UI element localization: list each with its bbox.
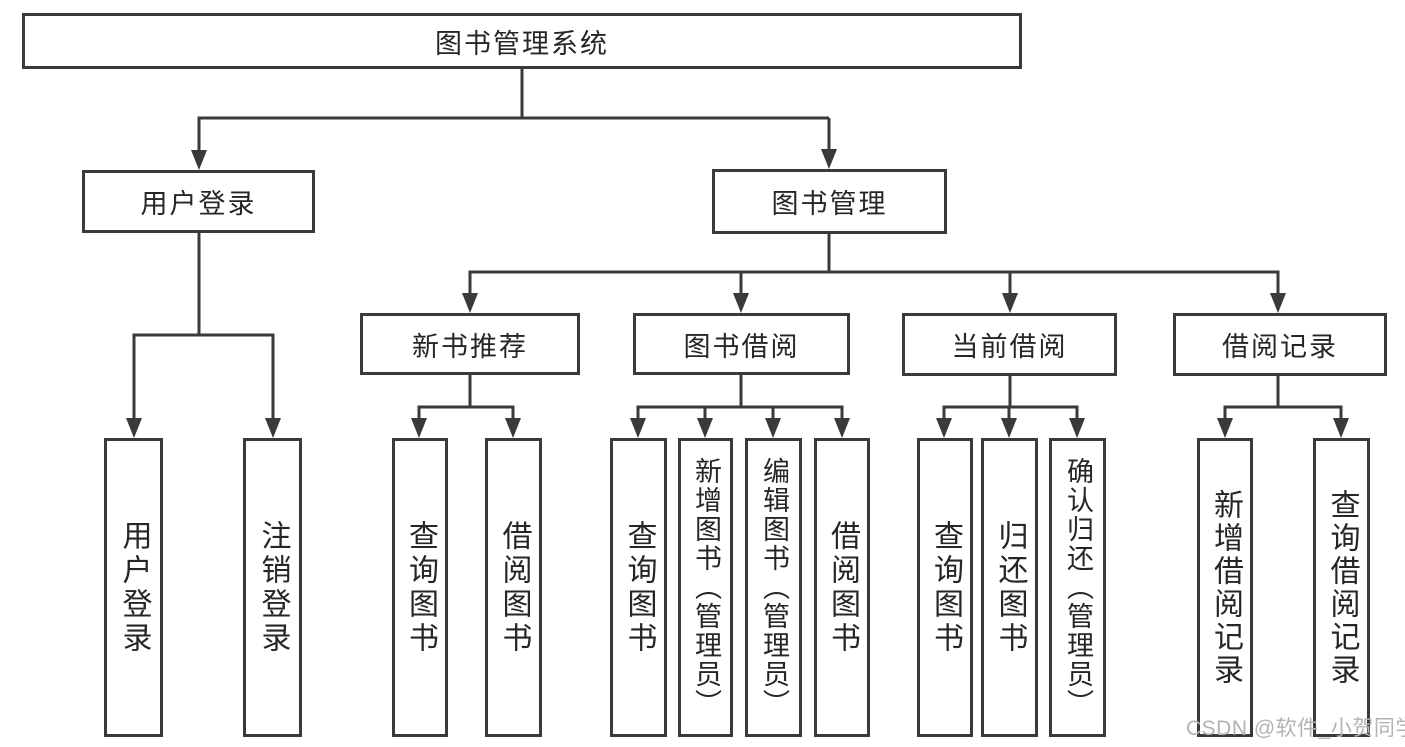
leaf-logout-label: 注销登录 — [256, 519, 290, 656]
leaf-nbr-query-book-label: 查询图书 — [404, 519, 437, 656]
leaf-br-query-record-label: 查询借阅记录 — [1325, 488, 1359, 687]
node-book-borrowing: 图书借阅 — [633, 313, 850, 375]
node-library-management-system-label: 图书管理系统 — [435, 28, 609, 59]
leaf-cb-query-book-label: 查询图书 — [929, 519, 962, 656]
leaf-cb-query-book: 查询图书 — [917, 438, 973, 737]
leaf-bb-add-book-admin: 新增图书（管理员） — [678, 438, 733, 737]
connector-newbook-to-leaves — [417, 375, 515, 420]
leaf-user-login-label: 用户登录 — [117, 519, 151, 656]
connector-userlogin-to-leaves — [132, 233, 275, 420]
watermark: CSDN @软件_小贺同学 — [1186, 717, 1405, 740]
leaf-logout: 注销登录 — [243, 438, 302, 737]
leaf-nbr-borrow-book-label: 借阅图书 — [497, 519, 531, 656]
leaf-bb-query-book: 查询图书 — [610, 438, 667, 737]
node-library-management-system: 图书管理系统 — [22, 13, 1022, 69]
connector-bookmgmt-to-level3 — [468, 234, 1280, 295]
leaf-bb-edit-book-admin-label: 编辑图书（管理员） — [759, 457, 789, 718]
leaf-nbr-borrow-book: 借阅图书 — [485, 438, 542, 737]
leaf-cb-confirm-return-admin: 确认归还（管理员） — [1049, 438, 1106, 737]
node-current-borrowing-label: 当前借阅 — [951, 332, 1068, 362]
connector-borrowing-to-leaves — [636, 375, 844, 420]
leaf-bb-edit-book-admin: 编辑图书（管理员） — [745, 438, 802, 737]
leaf-br-add-record: 新增借阅记录 — [1197, 438, 1253, 737]
node-book-borrowing-label: 图书借阅 — [683, 331, 800, 362]
node-book-management: 图书管理 — [712, 169, 947, 234]
leaf-cb-return-book: 归还图书 — [981, 438, 1038, 737]
leaf-bb-borrow-book: 借阅图书 — [814, 438, 870, 737]
node-user-login-group-label: 用户登录 — [140, 189, 257, 219]
node-borrowing-records: 借阅记录 — [1173, 313, 1387, 376]
leaf-bb-add-book-admin-label: 新增图书（管理员） — [691, 457, 721, 718]
leaf-cb-confirm-return-admin-label: 确认归还（管理员） — [1063, 457, 1093, 718]
leaf-cb-return-book-label: 归还图书 — [993, 519, 1027, 656]
leaf-bb-borrow-book-label: 借阅图书 — [826, 519, 859, 656]
node-new-book-recommend-label: 新书推荐 — [412, 331, 528, 362]
connector-root-to-level2 — [197, 69, 831, 152]
node-new-book-recommend: 新书推荐 — [360, 313, 580, 375]
node-current-borrowing: 当前借阅 — [902, 313, 1117, 376]
leaf-user-login: 用户登录 — [104, 438, 163, 737]
leaf-br-query-record: 查询借阅记录 — [1313, 438, 1370, 737]
leaf-br-add-record-label: 新增借阅记录 — [1209, 488, 1242, 687]
connector-current-to-leaves — [942, 376, 1079, 420]
node-user-login-group: 用户登录 — [82, 170, 315, 233]
leaf-nbr-query-book: 查询图书 — [392, 438, 448, 737]
node-book-management-label: 图书管理 — [771, 189, 888, 219]
leaf-bb-query-book-label: 查询图书 — [622, 519, 656, 656]
connector-records-to-leaves — [1223, 376, 1343, 420]
node-borrowing-records-label: 借阅记录 — [1222, 332, 1338, 362]
